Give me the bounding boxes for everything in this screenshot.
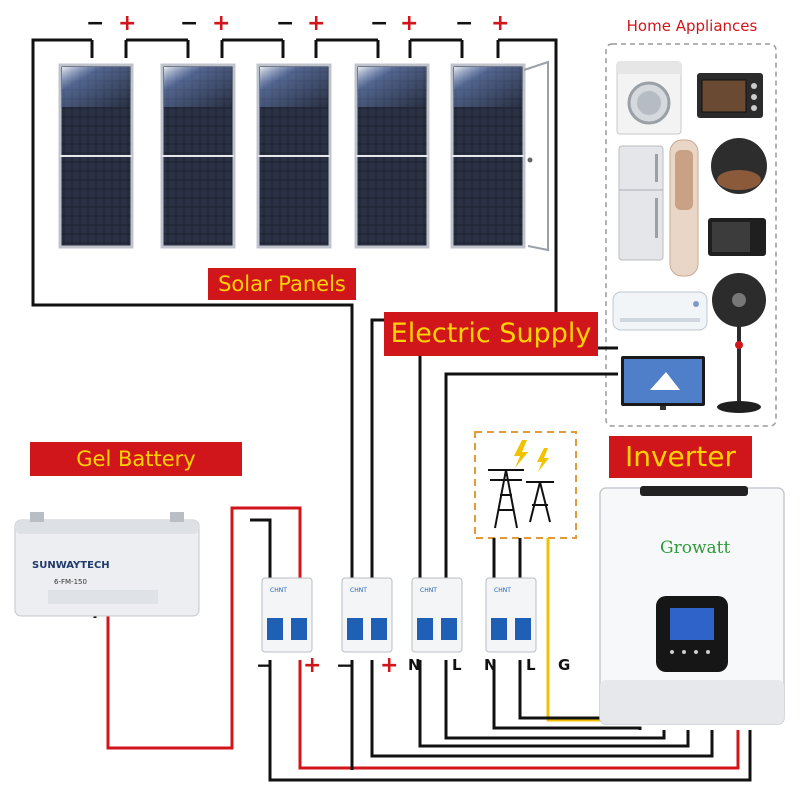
panel-5-plus: + [491,11,509,36]
battery-model: 6-FM-150 [54,578,87,586]
washing-machine-icon [616,61,682,135]
lightning-icon [514,440,549,472]
solar-panel [354,63,430,249]
terminal-grid-n: N [484,656,497,674]
panel-terminal-signs: − + − + − + − + − + [86,11,509,36]
breaker-grid: CHNT [485,577,537,653]
home-appliances-panel [605,43,777,427]
gel-battery: SUNWAYTECH 6-FM-150 [14,512,200,617]
terminal-solar-positive: + [380,653,398,678]
breaker-brand-label: CHNT [494,587,511,594]
panel-4-minus: − [370,11,388,36]
terminal-grid-l: L [526,656,536,674]
television-icon [621,356,705,410]
terminal-battery-positive: + [303,653,321,678]
breaker-supply: CHNT [411,577,463,653]
breaker-brand-label: CHNT [420,587,437,594]
circuit-breakers: CHNT CHNT CHNT CHNT [261,577,537,653]
breaker-brand-label: CHNT [350,587,367,594]
microwave-icon [708,218,766,256]
panel-3-minus: − [276,11,294,36]
panel-4-plus: + [400,11,418,36]
terminal-grid-g: G [558,656,570,674]
panel-2-plus: + [212,11,230,36]
battery-brand: SUNWAYTECH [32,560,110,571]
breaker-brand-label: CHNT [270,587,287,594]
inverter-brand: Growatt [660,538,730,558]
breaker-battery: CHNT [261,577,313,653]
refrigerator-icon [618,145,664,261]
panel-1-minus: − [86,11,104,36]
tower-air-conditioner-icon [669,139,699,277]
gel-battery-label: Gel Battery [30,442,242,476]
home-appliances-label: Home Appliances [626,17,758,35]
inverter-unit: Growatt [599,486,785,725]
electric-supply-label: Electric Supply [384,312,598,356]
panel-interconnect-wires [31,38,558,640]
panel-3-plus: + [307,11,325,36]
terminal-battery-negative: − [256,653,273,677]
terminal-labels: − + − + N L N L G [256,653,570,678]
wall-air-conditioner-icon [612,291,708,331]
grid-supply [474,431,577,539]
solar-panels [58,60,549,252]
solar-panel [160,63,236,249]
standing-fan-icon [712,273,766,413]
panel-2-minus: − [180,11,198,36]
solar-panel [58,63,134,249]
terminal-solar-negative: − [336,653,353,677]
solar-panel [450,60,549,252]
toaster-oven-icon [697,73,763,118]
solar-panel [256,63,332,249]
terminal-supply-l: L [452,656,462,674]
panel-5-minus: − [455,11,473,36]
transmission-tower-icon [488,469,554,529]
inverter-label: Inverter [609,436,752,478]
solar-panels-label: Solar Panels [208,268,356,300]
breaker-solar: CHNT [341,577,393,653]
system-wiring [93,346,752,782]
terminal-supply-n: N [408,656,421,674]
rice-cooker-icon [711,138,767,194]
panel-1-plus: + [118,11,136,36]
